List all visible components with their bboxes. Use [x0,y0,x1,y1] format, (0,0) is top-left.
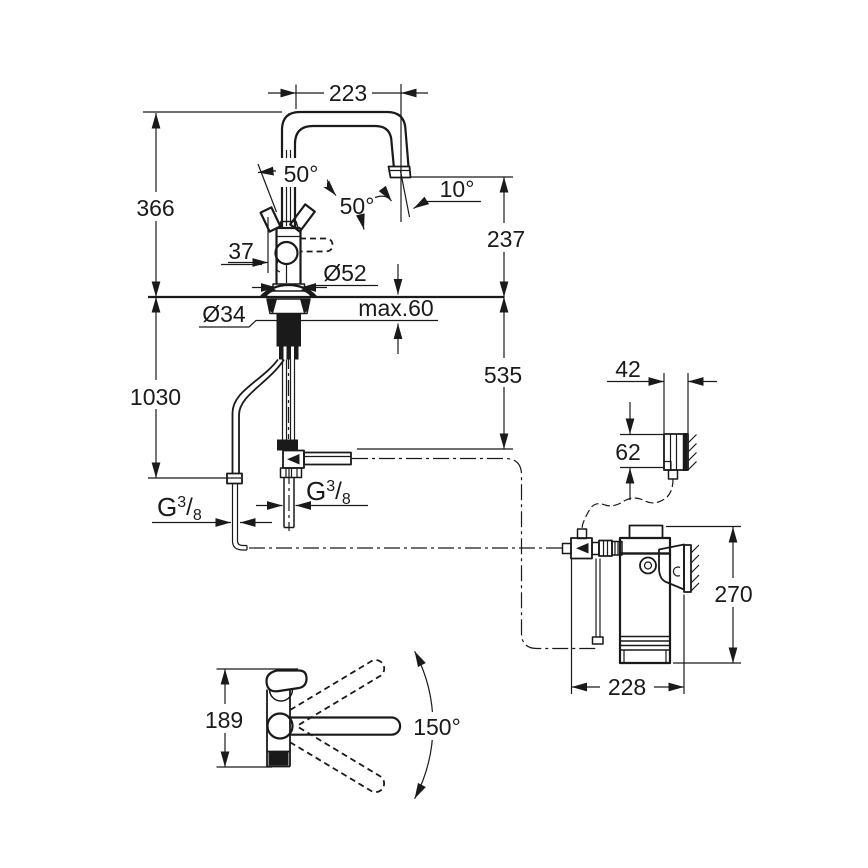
dim-hose-length-label: 1030 [130,384,181,410]
lever-top-view [265,669,308,693]
filter-head [618,536,672,555]
spout-inner-edge [293,124,395,228]
aerator [387,165,412,179]
dim-counter-thickness-label: max.60 [358,295,433,321]
pullout-hose [231,358,279,474]
filter-cartridge [618,552,672,665]
dim-below-counter-label: 535 [484,362,522,388]
mounting-arm [658,543,685,591]
dim-bracket-height-label: 62 [615,439,641,465]
swivel-joint [266,712,294,740]
wall-hatching [690,544,700,592]
lever-hub [278,220,299,229]
dim-height-above-counter-label: 366 [136,195,174,221]
dim-top-view-height-label: 189 [205,707,243,733]
lever-tilted-right [289,203,316,233]
arm-pivot [639,556,657,575]
threaded-shank [276,313,301,347]
thread-size-label: G3/8 [157,492,202,524]
dim-outlet-angle-label: 10° [440,176,475,202]
dim-handle-angle-b-label: 50° [340,193,375,219]
spout-top-view [288,716,402,736]
thread-size-label: G3/8 [306,476,351,508]
dim-swivel-angle-label: 150° [413,714,461,740]
control-cable [581,478,674,530]
dim-lever-offset-label: 37 [228,238,254,264]
dim-hole-diameter-label: Ø34 [202,301,246,327]
hex-coupling [598,539,613,557]
dimension-annotations: 223 366 1030 37 50° 50° 10° Ø52 [127,80,757,768]
hose-routing-line-1 [352,457,597,650]
dim-body-diameter-label: Ø52 [323,260,366,286]
dim-spout-width-label: 223 [329,80,367,106]
wall-hatching [687,434,697,471]
flow-arrow-icon [287,454,300,465]
dim-filter-depth-label: 228 [608,674,646,700]
faucet-top-view [265,651,434,799]
ball-joint [274,240,299,266]
dim-filter-height-label: 270 [714,581,752,607]
filter-head-top [628,524,664,539]
lever-tilted-left [259,206,282,233]
outlet-axis-line [399,170,411,218]
filter-unit-view [561,524,700,665]
mounting-flange [266,298,311,315]
dim-handle-angle-a-label: 50° [284,161,319,187]
dim-outlet-height-label: 237 [487,226,525,252]
flow-arrow-icon [576,543,589,554]
outlet-fitting [303,451,352,466]
valve-inlet-port [561,542,572,555]
spout-outer-edge [280,110,410,228]
supply-hoses [281,359,296,440]
hose-block [277,439,298,451]
filter-tube [595,558,601,637]
spout-swivel-position-down [289,726,386,794]
faucet-front-view [148,84,597,650]
wall-bracket-view [581,433,697,530]
cable-socket [576,528,588,540]
lever-horizontal-dashed [300,237,334,253]
spout-swivel-position-up [289,659,386,726]
dim-bracket-width-label: 42 [615,356,641,382]
wall-plate [683,544,692,593]
